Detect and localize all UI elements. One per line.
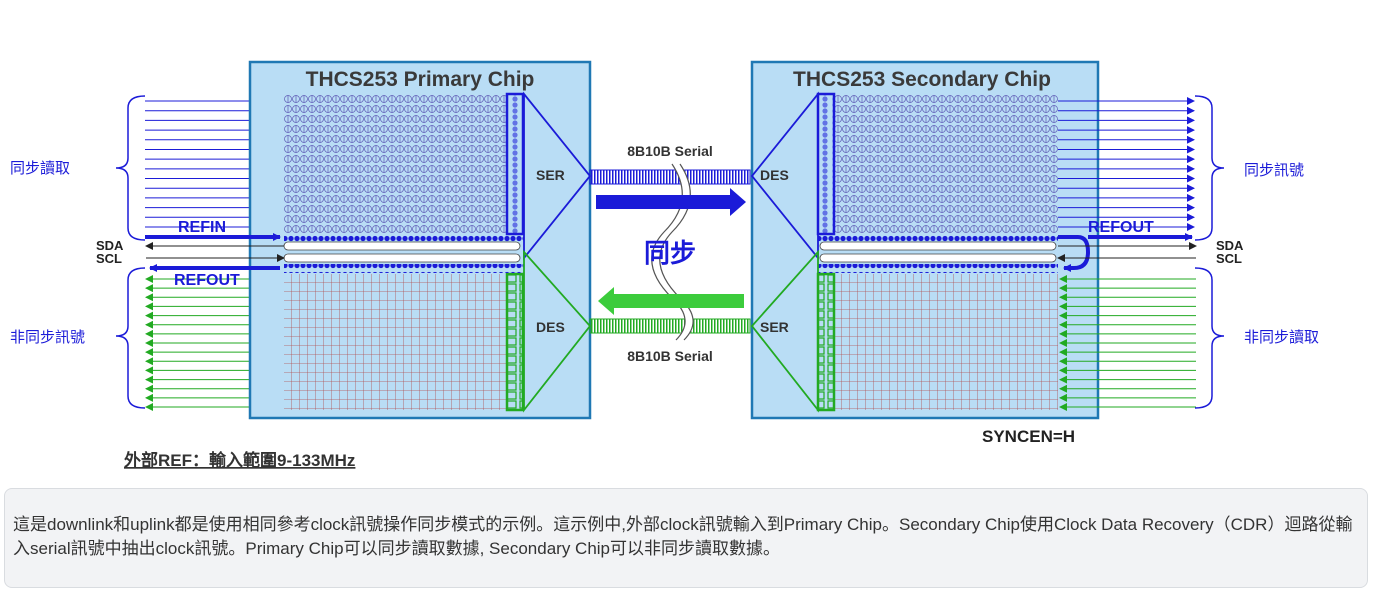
description-text: 這是downlink和uplink都是使用相同參考clock訊號操作同步模式的示… [13,515,1353,558]
downlink-arrow [596,188,746,216]
primary-dot-bus [284,264,524,273]
sync-label: 同步 [644,238,696,268]
secondary-sync-array [834,94,1058,234]
secondary-i2c-bus [819,253,1057,263]
left-sync-read-label: 同步讀取 [10,160,70,177]
brace-icon [115,267,146,409]
left-sda-label: SDA [96,238,124,253]
primary-ser-label: SER [536,167,565,183]
primary-i2c-bus [283,253,521,263]
secondary-async-array [834,274,1058,410]
uplink-label: 8B10B Serial [627,348,713,364]
uplink-serial-bar [589,318,751,334]
primary-des-label: DES [536,319,565,335]
primary-async-array [284,274,508,410]
secondary-des-block [750,91,819,261]
primary-dot-bus [284,233,524,242]
brace-icon [1194,267,1225,409]
right-async-read-label: 非同步讀取 [1244,329,1319,346]
secondary-async-register [816,272,836,412]
right-scl-label: SCL [1216,251,1242,266]
secondary-chip-title: THCS253 Secondary Chip [793,68,1051,91]
uplink-arrow [598,287,744,315]
system-diagram: 同步讀取 非同步訊號 SDA SCL THCS253 Primary Chip … [10,60,1319,470]
syncen-label: SYNCEN=H [982,427,1075,446]
downlink-label: 8B10B Serial [627,143,713,159]
left-scl-label: SCL [96,251,122,266]
description-box: 這是downlink和uplink都是使用相同參考clock訊號操作同步模式的示… [4,488,1368,588]
brace-icon [115,95,146,241]
secondary-i2c-bus [819,241,1057,251]
right-sda-label: SDA [1216,238,1244,253]
brace-icon [1194,95,1225,241]
ext-ref-label: 外部REF：輸入範圍9-133MHz [124,450,355,470]
primary-chip-title: THCS253 Primary Chip [306,68,535,91]
refout-loop-arrow [1058,235,1091,272]
right-sync-signal-lines [1058,97,1195,231]
downlink-serial-bar [589,169,751,185]
primary-i2c-bus [283,241,521,251]
secondary-dot-bus [818,264,1058,273]
primary-sync-array [284,94,508,234]
primary-async-register [505,272,525,412]
secondary-ser-label: SER [760,319,789,335]
right-async-read-lines [1059,275,1196,411]
secondary-des-label: DES [760,167,789,183]
refin-label: REFIN [178,219,226,236]
secondary-register-column-fill [819,94,833,234]
secondary-dot-bus [818,233,1058,242]
secondary-ser-block [750,249,819,413]
left-async-signal-label: 非同步訊號 [10,329,85,346]
primary-des-block [523,249,592,413]
primary-refout-label: REFOUT [174,272,240,289]
right-sync-signal-label: 同步訊號 [1244,162,1304,179]
primary-register-column-fill [508,94,522,234]
primary-ser-block [523,91,592,261]
